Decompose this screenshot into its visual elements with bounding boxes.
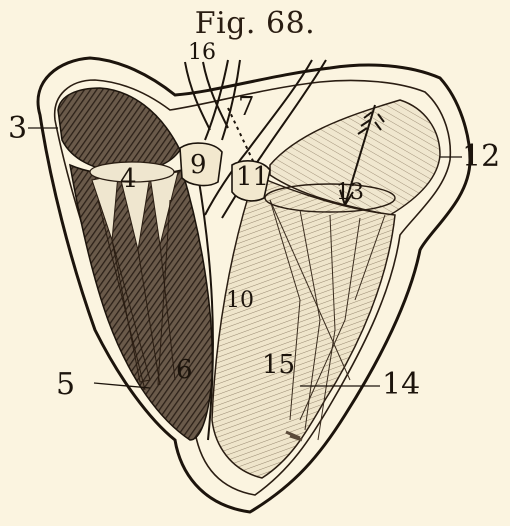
label-10: 10	[226, 290, 254, 312]
label-4: 4	[120, 166, 137, 192]
label-16: 16	[188, 42, 216, 64]
label-13: 13	[336, 182, 364, 204]
label-7: 7	[238, 94, 255, 120]
label-14: 14	[382, 370, 420, 400]
label-3: 3	[8, 114, 27, 144]
label-12: 12	[462, 142, 500, 172]
label-11: 11	[236, 164, 269, 190]
label-9: 9	[190, 152, 207, 178]
left-auricle	[58, 88, 180, 172]
label-5: 5	[56, 370, 75, 400]
label-15: 15	[262, 352, 295, 378]
label-6: 6	[176, 357, 193, 383]
right-ventricle	[212, 175, 395, 478]
